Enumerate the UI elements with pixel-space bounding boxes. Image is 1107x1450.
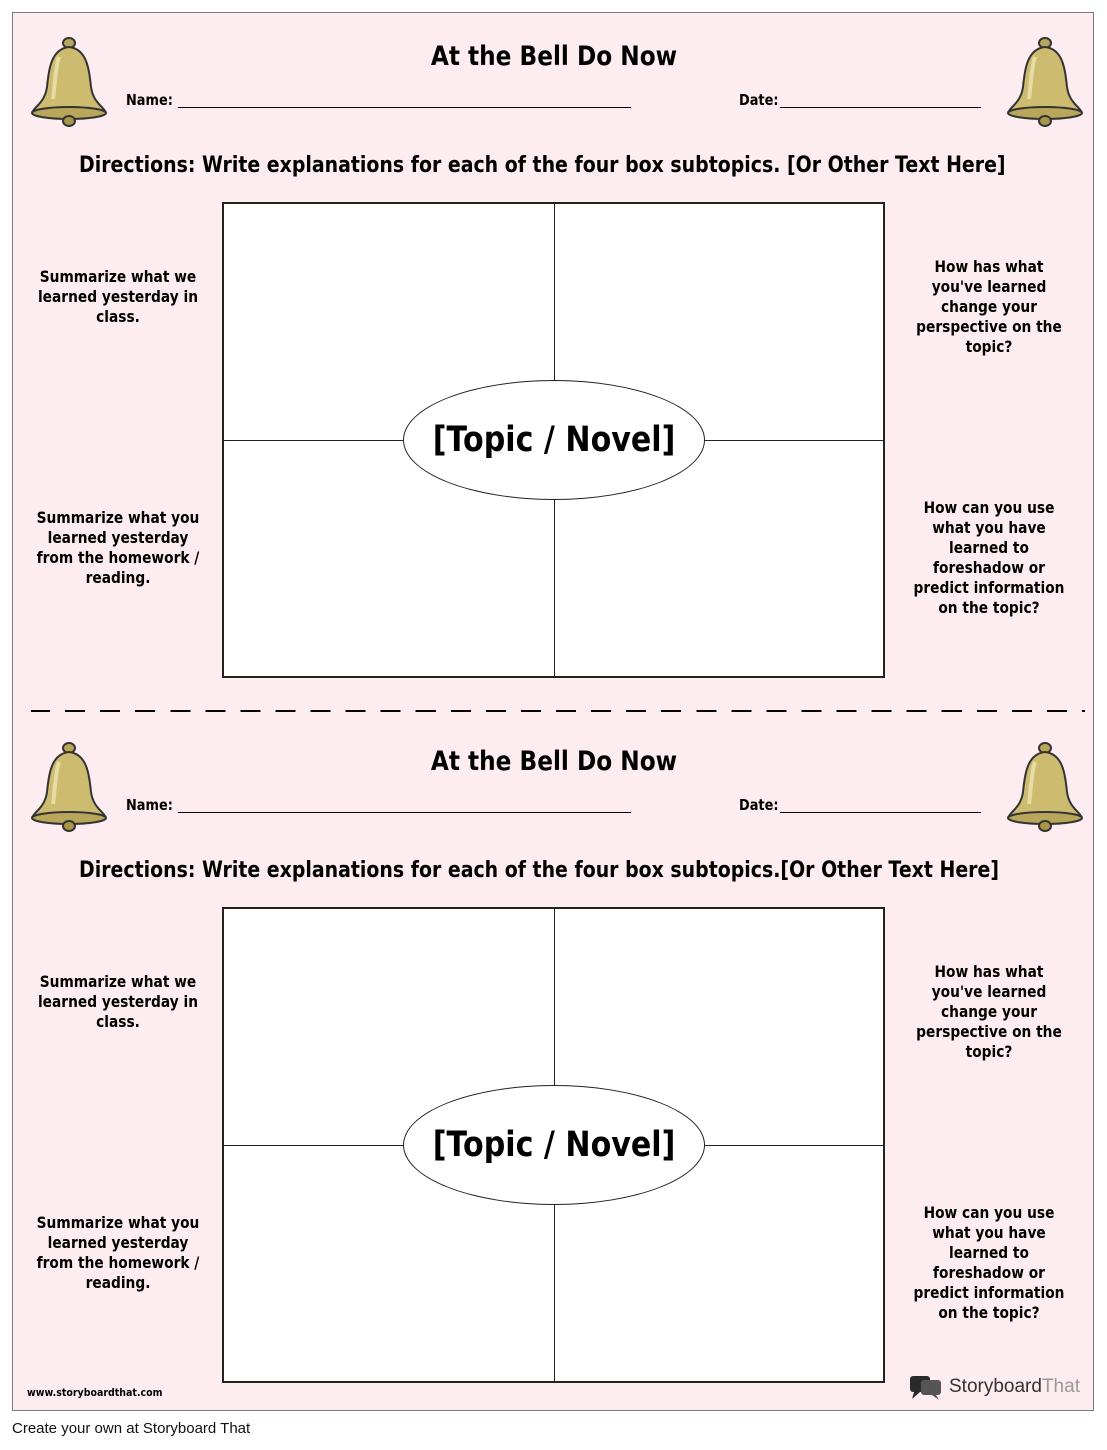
prompt-top-left: Summarize what we learned yesterday in c…	[37, 972, 199, 1031]
prompt-bottom-left: Summarize what you learned yesterday fro…	[36, 508, 200, 587]
logo-wordmark: StoryboardThat	[949, 1376, 1080, 1398]
storyboardthat-logo[interactable]: StoryboardThat	[909, 1374, 1080, 1400]
name-field[interactable]	[178, 812, 631, 813]
prompt-bottom-right: How can you use what you have learned to…	[913, 1203, 1065, 1322]
worksheet-top: At the Bell Do Now Name: Date: Direction…	[13, 13, 1095, 703]
center-topic-text: [Topic / Novel]	[432, 1125, 676, 1165]
name-label: Name:	[126, 91, 173, 109]
prompt-top-right: How has what you've learned change your …	[916, 962, 1062, 1061]
directions-text: Directions: Write explanations for each …	[79, 153, 1006, 178]
footer-link[interactable]: Create your own at Storyboard That	[12, 1420, 251, 1437]
date-label: Date:	[739, 796, 779, 814]
center-topic-text: [Topic / Novel]	[432, 420, 676, 460]
prompt-top-right: How has what you've learned change your …	[916, 257, 1062, 356]
prompt-top-left: Summarize what we learned yesterday in c…	[37, 267, 199, 326]
worksheet-page: At the Bell Do Now Name: Date: Direction…	[12, 12, 1094, 1411]
cut-line-divider	[31, 710, 1085, 712]
directions-text: Directions: Write explanations for each …	[79, 858, 999, 883]
four-square-grid: [Topic / Novel]	[222, 202, 885, 678]
center-topic-oval: [Topic / Novel]	[403, 380, 705, 500]
date-field[interactable]	[780, 107, 981, 108]
bell-icon	[31, 37, 107, 127]
website-url[interactable]: www.storyboardthat.com	[27, 1386, 163, 1399]
storyboardthat-logo-icon	[910, 1376, 941, 1400]
worksheet-title: At the Bell Do Now	[430, 746, 678, 777]
date-label: Date:	[739, 91, 779, 109]
logo-word-light: That	[1041, 1376, 1080, 1397]
center-topic-oval: [Topic / Novel]	[403, 1085, 705, 1205]
prompt-bottom-right: How can you use what you have learned to…	[913, 498, 1065, 617]
logo-word-bold: Storyboard	[949, 1376, 1042, 1397]
date-field[interactable]	[780, 812, 981, 813]
four-square-grid: [Topic / Novel]	[222, 907, 885, 1383]
name-field[interactable]	[178, 107, 631, 108]
worksheet-bottom: At the Bell Do Now Name: Date: Direction…	[13, 718, 1095, 1408]
bell-icon	[31, 742, 107, 832]
name-label: Name:	[126, 796, 173, 814]
bell-icon	[1007, 37, 1083, 127]
prompt-bottom-left: Summarize what you learned yesterday fro…	[36, 1213, 200, 1292]
worksheet-title: At the Bell Do Now	[430, 41, 678, 72]
bell-icon	[1007, 742, 1083, 832]
